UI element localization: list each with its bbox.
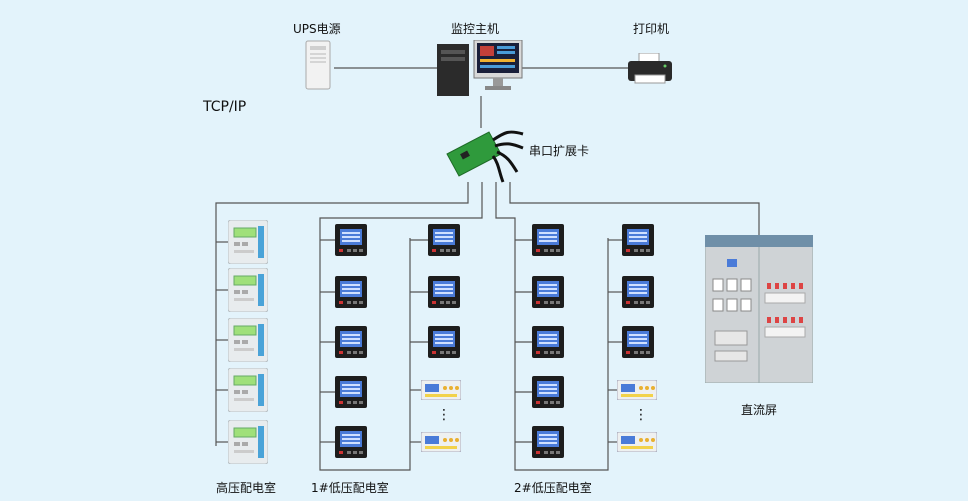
- branch-low-voltage-2: [495, 182, 609, 471]
- ups-label: UPS电源: [293, 22, 341, 36]
- more-devices-ellipsis-2: ⋮: [634, 407, 648, 423]
- dc-panel-label: 直流屏: [741, 403, 778, 417]
- serial-card-label: 串口扩展卡: [529, 144, 590, 158]
- low-voltage-room-1-label: 1#低压配电室: [311, 481, 389, 495]
- serial-expansion-card-icon: [443, 120, 527, 186]
- ups-icon: [305, 40, 331, 90]
- branch-dc-panel: [509, 182, 760, 236]
- high-voltage-room-label: 高压配电室: [216, 481, 277, 495]
- low-voltage-room-2-label: 2#低压配电室: [514, 481, 592, 495]
- dc-panel-cabinet-icon: [705, 235, 813, 383]
- more-devices-ellipsis-1: ⋮: [437, 407, 451, 423]
- monitoring-host-icon: [437, 40, 523, 98]
- printer-icon: [627, 53, 673, 85]
- monitoring-host-label: 监控主机: [451, 22, 500, 36]
- printer-label: 打印机: [633, 22, 670, 36]
- branch-low-voltage-1: [319, 182, 483, 471]
- branch-high-voltage: [215, 182, 469, 446]
- protocol-label: TCP/IP: [203, 99, 247, 115]
